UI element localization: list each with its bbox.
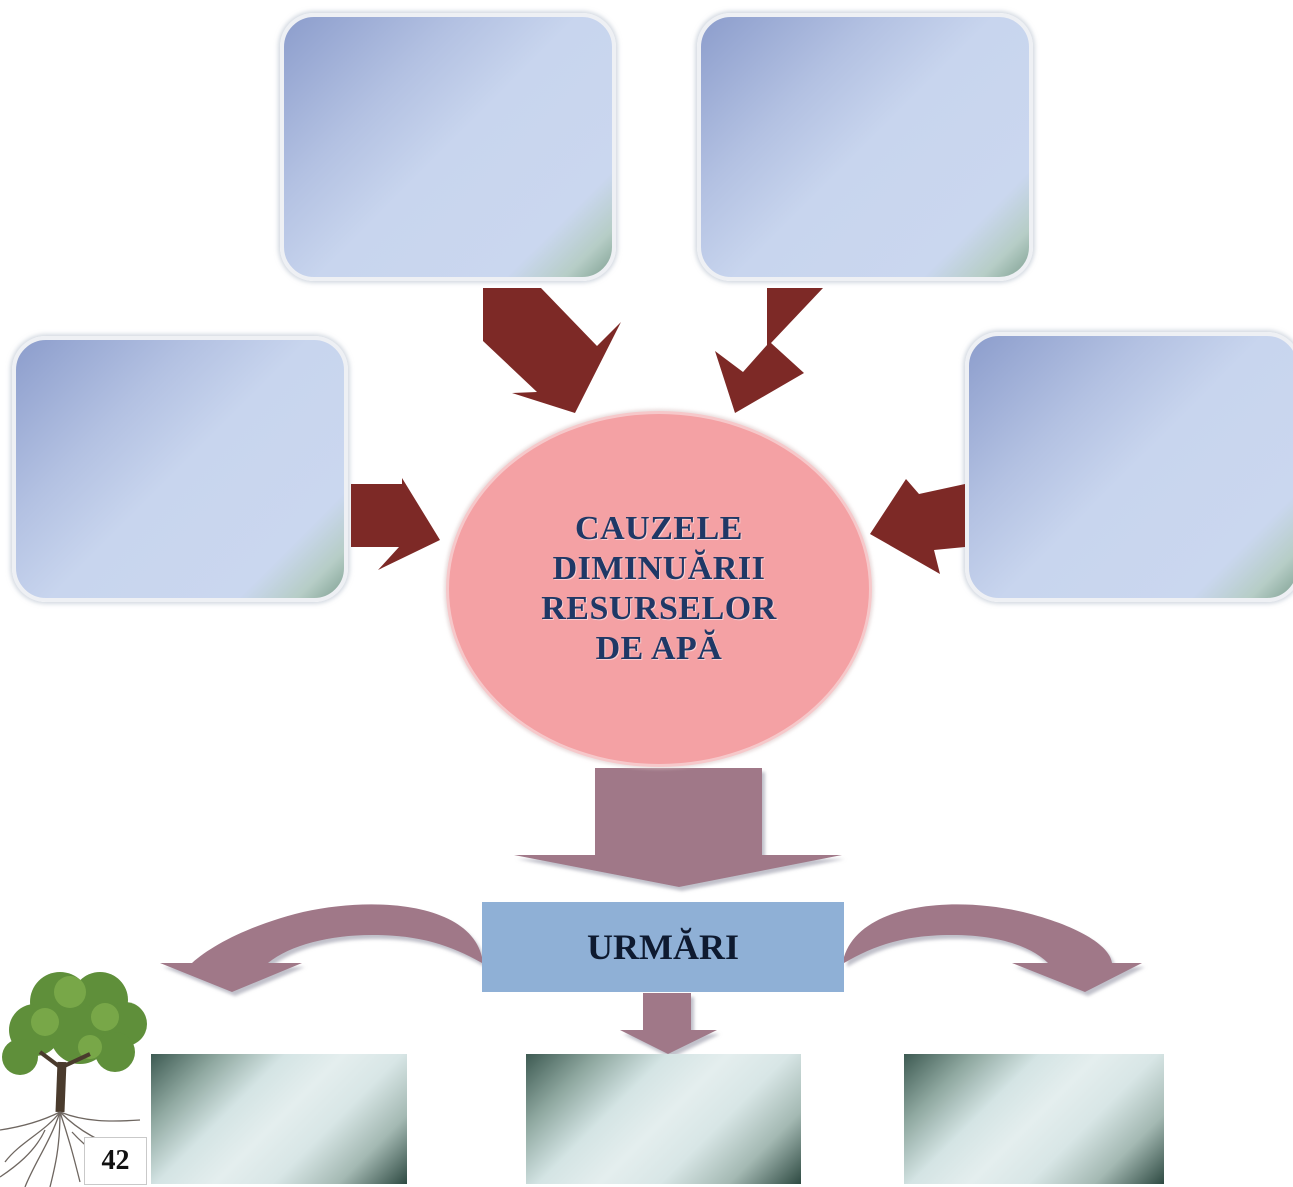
consequences-label: URMĂRI <box>587 927 739 967</box>
cause-box-middle-left[interactable] <box>12 336 348 602</box>
effect-box-right[interactable] <box>904 1054 1164 1184</box>
center-topic-line: DIMINUĂRII <box>552 550 766 587</box>
arrow-down-to-urmari <box>514 768 842 887</box>
arrow-top-left-to-center <box>483 288 621 413</box>
curved-arrow-left <box>160 904 482 992</box>
center-topic-circle: CAUZELE DIMINUĂRII RESURSELOR DE APĂ <box>446 411 872 767</box>
page-number: 42 <box>84 1137 147 1185</box>
cause-box-top-right[interactable] <box>697 13 1033 281</box>
effect-box-center[interactable] <box>526 1054 801 1184</box>
tree-icon <box>0 972 147 1187</box>
cause-box-middle-right[interactable] <box>965 332 1293 602</box>
consequences-box: URMĂRI <box>482 902 844 992</box>
center-topic-text: CAUZELE DIMINUĂRII RESURSELOR DE APĂ <box>541 509 777 669</box>
arrow-right-to-center <box>870 479 965 574</box>
arrow-down-to-effect <box>620 993 717 1054</box>
arrow-top-right-to-center <box>715 288 823 413</box>
center-topic-line: RESURSELOR <box>541 590 777 627</box>
curved-arrow-right <box>844 904 1142 992</box>
arrow-left-to-center <box>351 478 440 570</box>
cause-box-top-left[interactable] <box>280 13 616 281</box>
effect-box-left[interactable] <box>151 1054 407 1184</box>
center-topic-line: DE APĂ <box>595 630 723 667</box>
center-topic-line: CAUZELE <box>575 510 743 547</box>
